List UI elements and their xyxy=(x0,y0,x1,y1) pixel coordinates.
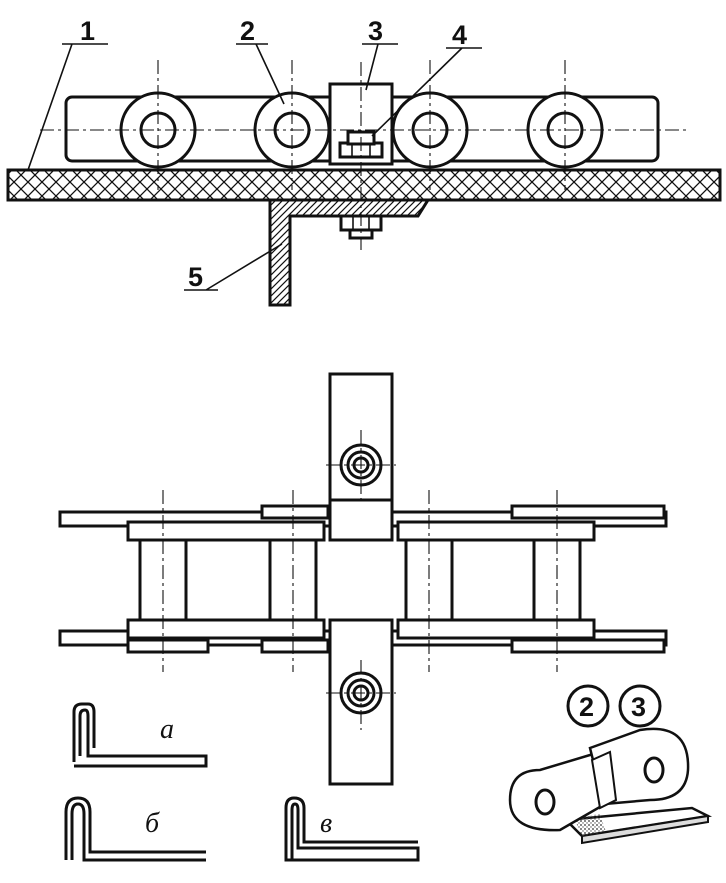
bracket-variant-b: б xyxy=(64,796,206,862)
angle-part-5 xyxy=(268,198,431,307)
callout-4: 4 xyxy=(452,20,467,50)
callout-2: 2 xyxy=(240,16,255,46)
callout-3: 3 xyxy=(368,16,383,46)
roller-tube-3 xyxy=(404,538,454,622)
belt-part-1 xyxy=(6,168,722,202)
callout-1: 1 xyxy=(80,16,95,46)
badge-part-3: 3 xyxy=(618,684,662,728)
callout-5: 5 xyxy=(188,262,203,292)
bracket-bar-middle xyxy=(328,498,394,542)
badge-part-2: 2 xyxy=(566,684,610,728)
svg-text:3: 3 xyxy=(631,692,646,722)
svg-text:2: 2 xyxy=(579,692,594,722)
isometric-link-part xyxy=(508,727,713,845)
bracket-variant-a: a xyxy=(72,702,208,768)
variant-label-v: в xyxy=(320,808,332,839)
bracket-variant-v: в xyxy=(284,796,420,862)
top-plan-view xyxy=(58,372,668,786)
variant-label-b: б xyxy=(145,808,160,839)
side-section-view: 1 2 3 4 5 xyxy=(6,16,722,307)
variant-label-a: a xyxy=(160,714,174,745)
